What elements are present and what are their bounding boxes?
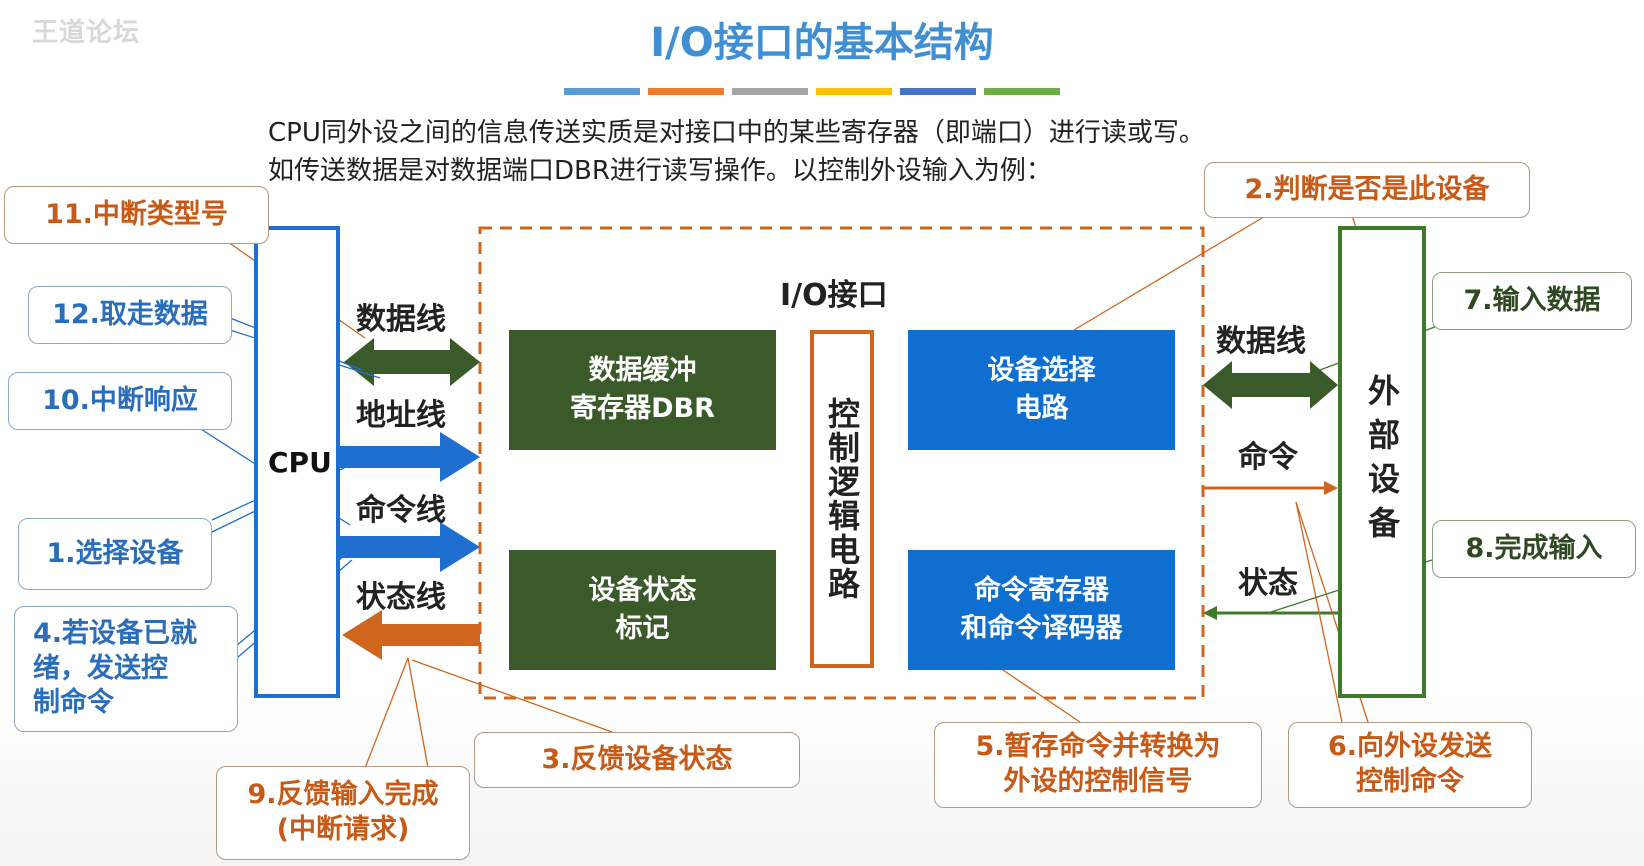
io-interface-title: I/O接口 xyxy=(780,278,888,313)
title-underline-segment xyxy=(816,88,892,95)
left-status-line-label: 状态线 xyxy=(356,580,446,615)
leader-3 xyxy=(411,659,613,733)
callout-9: 9.反馈输入完成 (中断请求) xyxy=(216,766,470,860)
cpu-box xyxy=(254,226,340,698)
callout-2: 2.判断是否是此设备 xyxy=(1204,162,1530,218)
device-select-box: 设备选择电路 xyxy=(908,330,1175,450)
callout-4-line3: 制命令 xyxy=(33,687,114,719)
leader-2a xyxy=(1073,217,1263,331)
callout-3: 3.反馈设备状态 xyxy=(474,732,800,788)
dbr-box: 数据缓冲寄存器DBR xyxy=(509,330,776,450)
left-command-line-label: 命令线 xyxy=(356,493,446,528)
right-command-arrowhead xyxy=(1324,481,1338,495)
callout-9-line2: (中断请求) xyxy=(276,814,410,845)
right-command-label: 命令 xyxy=(1238,440,1298,475)
leader-9a xyxy=(364,657,409,769)
callout-5-line1: 5.暂存命令并转换为 xyxy=(975,731,1221,763)
callout-10: 10.中断响应 xyxy=(8,372,232,430)
callout-12: 12.取走数据 xyxy=(28,286,232,344)
left-data-line-arrow xyxy=(344,338,480,386)
callout-4: 4.若设备已就 绪，发送控 制命令 xyxy=(14,606,238,732)
cpu-label: CPU xyxy=(268,446,332,479)
title-underline-segment xyxy=(984,88,1060,95)
io-interface-boundary xyxy=(478,226,1205,700)
device-select-line2: 电路 xyxy=(1014,393,1069,424)
callout-11: 11.中断类型号 xyxy=(4,186,269,244)
left-data-line-label: 数据线 xyxy=(356,302,446,337)
title-underline-segment xyxy=(564,88,640,95)
intro-line-1: CPU同外设之间的信息传送实质是对接口中的某些寄存器（即端口）进行读或写。 xyxy=(268,118,1205,148)
title-underline-segment xyxy=(648,88,724,95)
leader-5 xyxy=(999,667,1081,723)
command-register-line2: 和命令译码器 xyxy=(960,613,1123,644)
callout-5-line2: 外设的控制信号 xyxy=(1003,766,1193,797)
right-status-label: 状态 xyxy=(1238,566,1298,601)
callout-4-line2: 绪，发送控 xyxy=(33,652,168,684)
page-title: I/O接口的基本结构 xyxy=(650,20,994,66)
left-address-line-label: 地址线 xyxy=(356,398,446,433)
leader-6b xyxy=(1295,501,1343,723)
callout-4-line1: 4.若设备已就 xyxy=(33,618,198,650)
external-device-box: 外部设备 xyxy=(1338,226,1426,698)
right-data-line-arrow xyxy=(1203,361,1338,409)
leader-9b xyxy=(407,657,429,769)
command-register-line1: 命令寄存器 xyxy=(974,575,1109,607)
callout-9-line1: 9.反馈输入完成 xyxy=(247,779,439,811)
title-underline-segment xyxy=(732,88,808,95)
status-line-arrow xyxy=(342,610,480,660)
callout-7: 7.输入数据 xyxy=(1432,272,1632,330)
command-line-arrow xyxy=(340,522,480,572)
dbr-line2: 寄存器DBR xyxy=(570,393,715,424)
control-logic-box: 控制逻辑电路 xyxy=(810,330,874,668)
intro-line-2: 如传送数据是对数据端口DBR进行读写操作。以控制外设输入为例： xyxy=(268,156,1052,186)
callout-6: 6.向外设发送 控制命令 xyxy=(1288,722,1532,808)
address-line-arrow xyxy=(340,432,480,482)
right-data-line-label: 数据线 xyxy=(1216,324,1306,359)
command-register-box: 命令寄存器和命令译码器 xyxy=(908,550,1175,670)
callout-6-line2: 控制命令 xyxy=(1355,766,1464,797)
status-flag-line2: 标记 xyxy=(615,613,670,644)
right-status-arrowhead xyxy=(1203,606,1217,620)
callout-1: 1.选择设备 xyxy=(18,518,212,590)
callout-6-line1: 6.向外设发送 xyxy=(1327,731,1493,763)
status-flag-line1: 设备状态 xyxy=(588,575,697,607)
device-select-line1: 设备选择 xyxy=(987,355,1096,387)
title-underline-segment xyxy=(900,88,976,95)
watermark: 王道论坛 xyxy=(32,18,141,48)
status-flag-box: 设备状态标记 xyxy=(509,550,776,670)
dbr-line1: 数据缓冲 xyxy=(588,355,697,387)
callout-5: 5.暂存命令并转换为 外设的控制信号 xyxy=(934,722,1262,808)
callout-8: 8.完成输入 xyxy=(1432,520,1636,578)
